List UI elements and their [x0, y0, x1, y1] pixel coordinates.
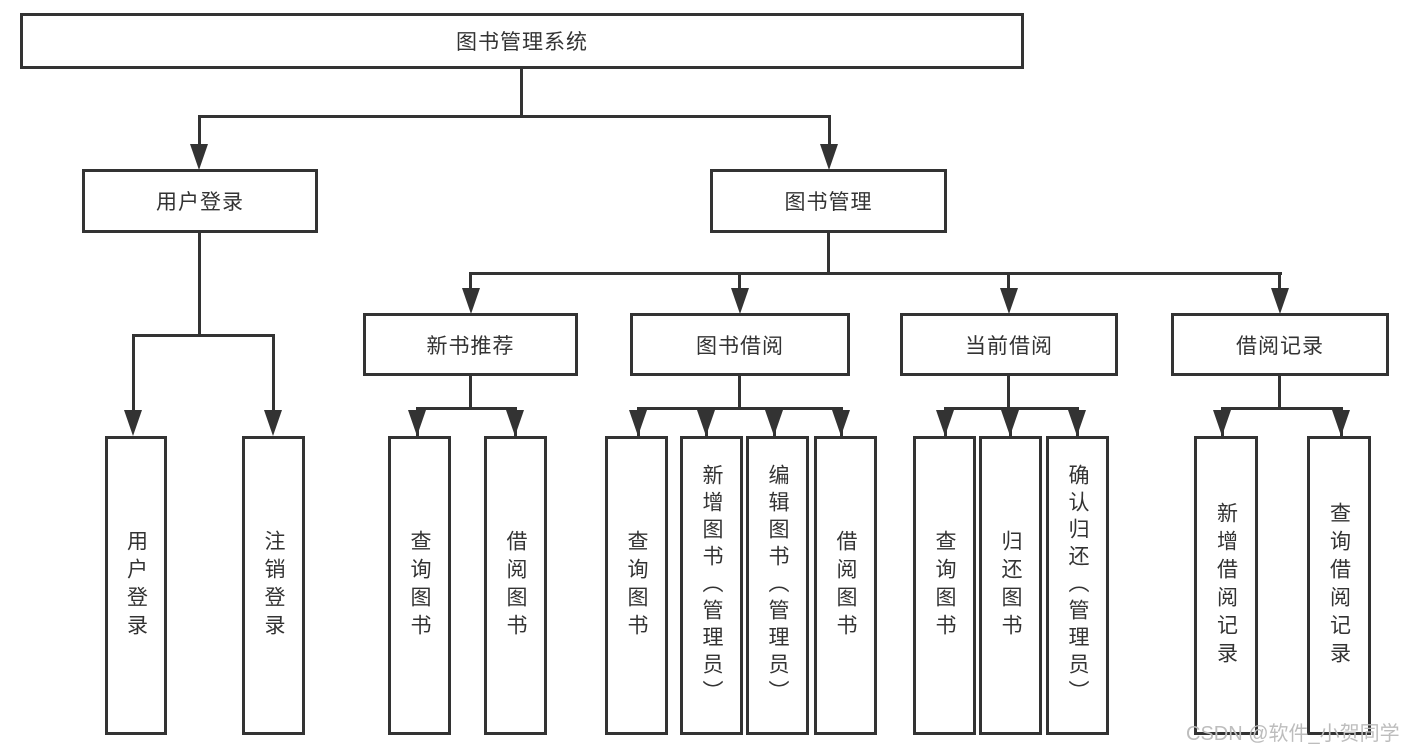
node-book-borrowing: 图书借阅: [630, 313, 850, 376]
leaf-label: 用户登录: [124, 529, 148, 642]
arrow-down-icon: [506, 410, 524, 436]
node-label: 图书管理系统: [456, 31, 588, 54]
leaf-label: 归还图书: [999, 529, 1022, 642]
leaf-return-books: 归还图书: [979, 436, 1042, 735]
connector-line: [1007, 376, 1010, 410]
leaf-label: 借阅图书: [504, 529, 527, 642]
connector-line: [198, 115, 201, 147]
leaf-label: 编辑图书（管理员）: [766, 464, 789, 707]
arrow-down-icon: [765, 410, 783, 436]
arrow-down-icon: [629, 410, 647, 436]
node-label: 新书推荐: [426, 334, 515, 358]
node-library-management-system: 图书管理系统: [20, 13, 1024, 69]
connector-line: [828, 115, 831, 147]
node-label: 借阅记录: [1236, 334, 1324, 358]
arrow-down-icon: [832, 410, 850, 436]
connector-line: [469, 272, 1282, 275]
leaf-label: 注销登录: [262, 529, 285, 642]
leaf-label: 查询图书: [625, 529, 648, 642]
leaf-add-book-admin: 新增图书（管理员）: [680, 436, 743, 735]
connector-line: [469, 272, 472, 292]
arrow-down-icon: [1000, 288, 1018, 314]
arrow-down-icon: [1332, 410, 1350, 436]
leaf-label: 新增图书（管理员）: [700, 464, 723, 707]
leaf-label: 查询借阅记录: [1327, 501, 1351, 670]
connector-line: [827, 233, 830, 275]
connector-line: [637, 407, 843, 410]
leaf-confirm-return-admin: 确认归还（管理员）: [1046, 436, 1109, 735]
node-label: 用户登录: [156, 191, 244, 214]
leaf-logout: 注销登录: [242, 436, 305, 735]
connector-line: [520, 69, 523, 117]
node-label: 图书管理: [784, 191, 873, 214]
leaf-edit-book-admin: 编辑图书（管理员）: [746, 436, 809, 735]
connector-line: [132, 334, 275, 337]
arrow-down-icon: [1213, 410, 1231, 436]
arrow-down-icon: [697, 410, 715, 436]
node-label: 图书借阅: [696, 334, 784, 358]
arrow-down-icon: [264, 410, 282, 436]
leaf-borrow-books-borrowing: 借阅图书: [814, 436, 877, 735]
leaf-query-books-current: 查询图书: [913, 436, 976, 735]
leaf-label: 确认归还（管理员）: [1066, 464, 1089, 707]
connector-line: [132, 334, 135, 414]
arrow-down-icon: [462, 288, 480, 314]
connector-line: [1221, 407, 1342, 410]
node-current-borrowing: 当前借阅: [900, 313, 1118, 376]
leaf-add-borrow-record: 新增借阅记录: [1194, 436, 1258, 735]
arrow-down-icon: [190, 144, 208, 170]
csdn-watermark: CSDN @软件_小贺同学: [1186, 723, 1400, 745]
leaf-query-borrow-record: 查询借阅记录: [1307, 436, 1371, 735]
arrow-down-icon: [1068, 410, 1086, 436]
arrow-down-icon: [936, 410, 954, 436]
leaf-label: 新增借阅记录: [1214, 501, 1238, 670]
connector-line: [738, 272, 741, 292]
node-label: 当前借阅: [965, 334, 1053, 358]
connector-line: [272, 334, 275, 414]
arrow-down-icon: [408, 410, 426, 436]
arrow-down-icon: [1271, 288, 1289, 314]
node-new-book-recommend: 新书推荐: [363, 313, 578, 376]
node-book-management: 图书管理: [710, 169, 947, 233]
leaf-borrow-books-recommend: 借阅图书: [484, 436, 547, 735]
connector-line: [1278, 272, 1281, 292]
connector-line: [738, 376, 741, 410]
arrow-down-icon: [1001, 410, 1019, 436]
connector-line: [416, 407, 517, 410]
leaf-query-books-borrowing: 查询图书: [605, 436, 668, 735]
leaf-user-login: 用户登录: [105, 436, 167, 735]
connector-line: [198, 115, 831, 118]
leaf-label: 查询图书: [933, 529, 956, 642]
connector-line: [469, 376, 472, 410]
node-borrowing-records: 借阅记录: [1171, 313, 1389, 376]
arrow-down-icon: [124, 410, 142, 436]
connector-line: [198, 233, 201, 337]
leaf-label: 借阅图书: [834, 529, 857, 642]
connector-line: [1278, 376, 1281, 410]
leaf-query-books-recommend: 查询图书: [388, 436, 451, 735]
connector-line: [1007, 272, 1010, 292]
node-user-login-group: 用户登录: [82, 169, 318, 233]
arrow-down-icon: [820, 144, 838, 170]
leaf-label: 查询图书: [408, 529, 431, 642]
arrow-down-icon: [731, 288, 749, 314]
